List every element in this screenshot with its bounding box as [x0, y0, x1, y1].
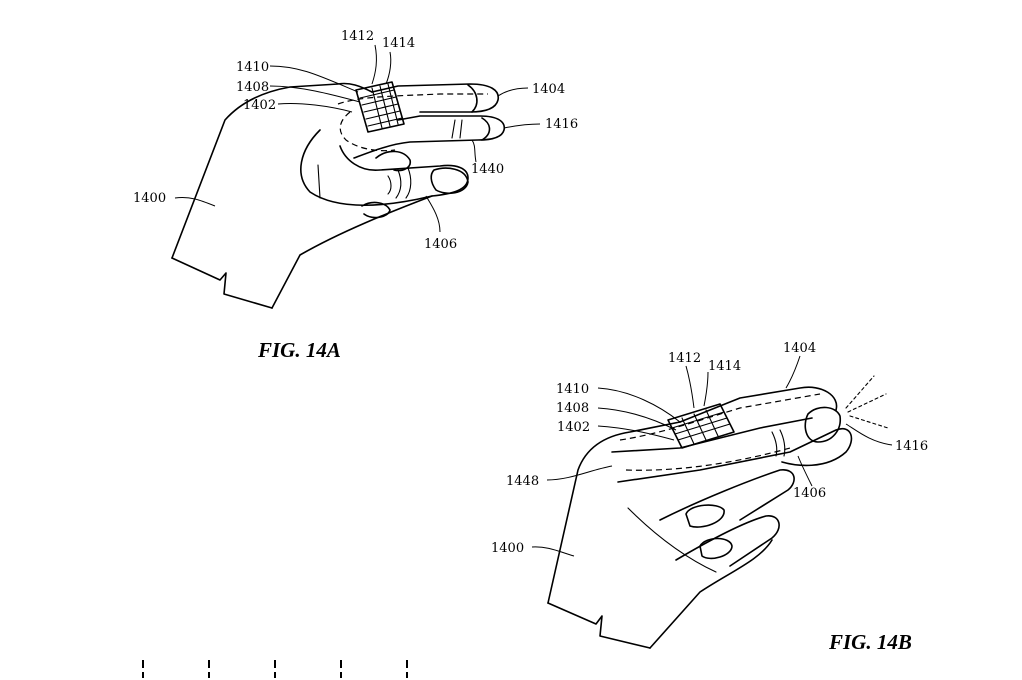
figure-14b: 1412 1414 1404 1410 1408 1402 1448 1416 … [491, 341, 928, 654]
ref-1404-14b: 1404 [783, 341, 816, 356]
ref-1412-14b: 1412 [668, 351, 701, 366]
ref-1414-14a: 1414 [382, 36, 415, 51]
ref-1402-14a: 1402 [243, 98, 276, 113]
ref-1406-14a: 1406 [424, 237, 457, 252]
leader-lines-14b [531, 355, 893, 557]
ref-1404-14a: 1404 [532, 82, 565, 97]
ref-1410-14a: 1410 [236, 60, 269, 75]
ref-1400-14b: 1400 [491, 541, 524, 556]
reference-numerals-14b: 1412 1414 1404 1410 1408 1402 1448 1416 … [491, 341, 928, 556]
ref-1408-14a: 1408 [236, 80, 269, 95]
ref-1416-14a: 1416 [545, 117, 578, 132]
ref-1416-14b: 1416 [895, 439, 928, 454]
reference-numerals-14a: 1400 1412 1414 1410 1408 1402 1404 1416 … [133, 29, 578, 252]
caption-fig-14b: FIG. 14B [828, 630, 912, 654]
ref-1410-14b: 1410 [556, 382, 589, 397]
ref-1406-14b: 1406 [793, 486, 826, 501]
ref-1448-14b: 1448 [506, 474, 539, 489]
leader-lines-14a [174, 44, 541, 233]
ref-1402-14b: 1402 [557, 420, 590, 435]
figure-14a: 1400 1412 1414 1410 1408 1402 1404 1416 … [133, 29, 578, 362]
crop-marks [142, 660, 408, 678]
hand-14a-drawing [171, 81, 506, 309]
ref-1412-14a: 1412 [341, 29, 374, 44]
ref-1414-14b: 1414 [708, 359, 741, 374]
ref-1440-14a: 1440 [471, 162, 504, 177]
ref-1408-14b: 1408 [556, 401, 589, 416]
hand-14b-drawing [547, 375, 889, 649]
caption-fig-14a: FIG. 14A [257, 338, 341, 362]
ref-1400-14a: 1400 [133, 191, 166, 206]
